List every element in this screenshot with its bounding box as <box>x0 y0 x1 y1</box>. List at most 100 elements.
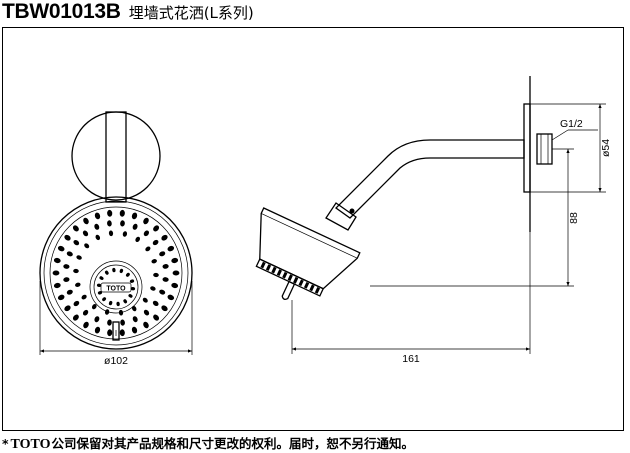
front-nozzle-holes-outer <box>52 209 180 337</box>
nozzle-hole <box>161 234 168 241</box>
nozzle-hole <box>171 257 179 264</box>
dim-thread-label: G1/2 <box>560 118 583 130</box>
nozzle-hole <box>107 220 112 227</box>
footer-brand: TOTO <box>10 437 51 452</box>
nozzle-hole <box>66 289 73 295</box>
side-nozzle <box>293 276 299 284</box>
side-nozzle <box>314 287 321 294</box>
nozzle-hole <box>122 231 128 237</box>
nozzle-hole <box>108 300 113 306</box>
nozzle-hole <box>94 316 100 323</box>
nozzle-hole <box>150 286 156 291</box>
nozzle-hole <box>91 303 97 310</box>
product-name: 埋墙式花洒(L系列) <box>128 4 254 22</box>
nozzle-hole <box>153 314 160 321</box>
nozzle-hole <box>95 234 101 241</box>
nozzle-hole <box>130 287 136 291</box>
side-nozzle <box>287 274 293 282</box>
front-brand-label: TOTO <box>106 286 126 293</box>
nozzle-hole <box>143 309 150 316</box>
nozzle-hole <box>82 230 89 237</box>
nozzle-hole <box>76 255 82 260</box>
nozzle-hole <box>171 282 179 289</box>
nozzle-hole <box>107 319 112 326</box>
nozzle-hole <box>73 239 80 246</box>
footer-asterisk: * <box>2 436 9 451</box>
nozzle-hole <box>63 277 70 282</box>
nozzle-hole <box>151 259 157 264</box>
footer-disclaimer: * TOTO 公司保留对其产品规格和尺寸更改的权利。届时，恕不另行通知。 <box>2 433 414 453</box>
side-collar-dot <box>349 208 355 214</box>
front-logo-plate <box>100 282 132 293</box>
nozzle-hole <box>152 239 159 246</box>
front-spray-lever <box>112 321 120 341</box>
dim-flange-diameter-label: ø54 <box>600 139 612 157</box>
nozzle-hole <box>97 291 103 295</box>
nozzle-hole <box>120 319 125 326</box>
side-nozzle <box>271 266 277 274</box>
nozzle-hole <box>143 230 150 237</box>
side-nozzle <box>298 279 304 287</box>
front-view: TOTO ø102 <box>39 111 193 367</box>
side-view: G1/2 ø54 88 161 <box>255 76 612 365</box>
dim-height-label: 88 <box>568 212 580 224</box>
nozzle-hole <box>131 212 138 220</box>
side-nozzles <box>260 261 321 294</box>
nozzle-hole <box>53 257 61 264</box>
nozzle-hole <box>161 305 168 312</box>
nozzle-hole <box>83 217 89 225</box>
side-ball-joint <box>325 202 357 231</box>
nozzle-hole <box>94 326 101 334</box>
nozzle-hole <box>84 243 90 249</box>
nozzle-hole <box>152 300 159 307</box>
nozzle-hole <box>131 326 138 334</box>
drawing-frame <box>2 27 624 431</box>
nozzle-hole <box>153 225 160 232</box>
nozzle-hole <box>120 220 125 227</box>
side-nozzle <box>276 269 283 277</box>
nozzle-hole <box>73 268 79 274</box>
nozzle-hole <box>116 301 120 307</box>
footer-text: 公司保留对其产品规格和尺寸更改的权利。届时，恕不另行通知。 <box>51 436 415 451</box>
front-head-inner-ring <box>43 200 189 346</box>
model-code: TBW01013B <box>2 0 121 23</box>
dim-diameter-label: ø102 <box>104 355 128 367</box>
nozzle-hole <box>172 270 180 276</box>
front-wall-flange <box>71 111 161 201</box>
nozzle-hole <box>108 230 114 237</box>
nozzle-hole <box>132 316 138 323</box>
nozzle-hole <box>145 246 151 252</box>
nozzle-hole <box>142 297 148 303</box>
nozzle-hole <box>52 270 60 276</box>
nozzle-hole <box>107 329 113 337</box>
side-nozzle <box>265 264 272 271</box>
nozzle-hole <box>96 283 102 287</box>
nozzle-hole <box>167 245 175 252</box>
front-center-hub <box>89 260 143 314</box>
nozzle-hole <box>123 299 128 304</box>
side-nozzle <box>309 284 315 292</box>
nozzle-hole <box>128 294 133 298</box>
nozzle-hole <box>72 225 79 232</box>
nozzle-hole <box>112 267 116 273</box>
nozzle-hole <box>64 234 71 241</box>
nozzle-hole <box>135 236 141 243</box>
nozzle-hole <box>104 309 110 315</box>
nozzle-hole <box>99 276 104 280</box>
nozzle-hole <box>129 279 135 283</box>
nozzle-hole <box>53 282 61 289</box>
nozzle-hole <box>107 209 113 217</box>
nozzle-hole <box>94 223 100 230</box>
side-nozzle <box>282 271 288 279</box>
front-head-outer-ring <box>39 196 193 350</box>
nozzle-hole <box>104 270 109 275</box>
nozzle-hole <box>143 217 149 225</box>
nozzle-hole <box>119 209 125 217</box>
side-thread-connector <box>536 133 553 165</box>
nozzle-hole <box>162 264 169 269</box>
side-spray-face <box>255 258 325 297</box>
side-nozzle <box>303 281 310 289</box>
nozzle-hole <box>57 245 65 252</box>
nozzle-hole <box>125 272 130 277</box>
